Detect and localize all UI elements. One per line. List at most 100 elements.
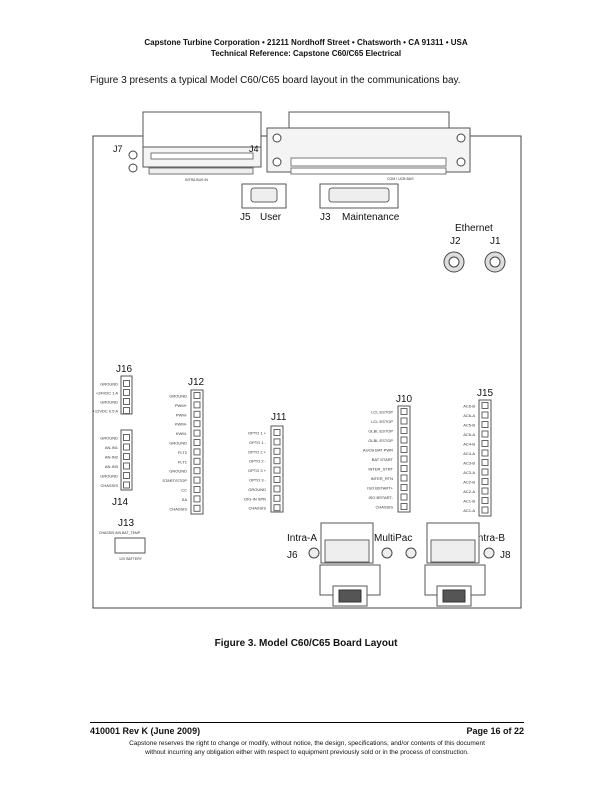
j13-bottom-label: 12V BATTERY xyxy=(119,557,143,561)
j12-pin-label: PWM+ xyxy=(175,403,188,408)
footer-page-number: Page 16 of 22 xyxy=(466,726,524,736)
j14-pin xyxy=(123,462,130,470)
j12-pin-label: CC xyxy=(181,488,187,493)
j12-pin xyxy=(193,401,201,409)
j10-pin xyxy=(400,465,408,472)
j16-pin-label: GROUND xyxy=(100,400,118,405)
j12-pin xyxy=(193,495,201,503)
j10-pin xyxy=(400,493,408,501)
j12-pin xyxy=(193,486,201,493)
j12-pin xyxy=(193,420,201,428)
j10-pin xyxy=(400,474,408,482)
j15-pin-label: AC2-A xyxy=(463,489,475,494)
j11-pin-label: OPTO 2 - xyxy=(249,459,267,464)
j12-pin-label: START/STOP xyxy=(162,478,187,483)
j10-pin-label: ISO BSTART- xyxy=(368,495,393,500)
j12-pin-label: FLT1 xyxy=(178,459,188,464)
j12-pin xyxy=(193,410,201,418)
j15-pin-label: AC2-B xyxy=(463,480,475,485)
j11-pin-label: OPTO 1 + xyxy=(248,431,267,436)
j11-pin-label: DIG-IN SPR xyxy=(244,496,266,501)
j3-label: J3 xyxy=(320,212,331,223)
multipac-label: MultiPac xyxy=(374,533,412,544)
user-label: User xyxy=(260,212,282,223)
j14-pin-label: GROUND xyxy=(100,474,118,479)
j11-pin-label: OPTO 3 + xyxy=(248,468,267,473)
j15-pin xyxy=(481,402,489,409)
j6-label: J6 xyxy=(287,550,298,561)
j10-pin-label: INTER_STRT xyxy=(368,467,393,472)
j12-pin xyxy=(193,448,201,456)
j16-pin-label: +24VDC 1 A xyxy=(96,391,118,396)
j10-pin-label: BAT START xyxy=(372,457,394,462)
j12-pin xyxy=(193,439,201,446)
j11-pin xyxy=(273,494,281,502)
j10-pin-label: LCL ESTOP xyxy=(371,419,393,424)
footer-notice-line2: without incurring any obligation either … xyxy=(145,749,469,756)
j8-label: J8 xyxy=(500,550,511,561)
j15-pin-label: AC6-B xyxy=(463,404,475,409)
j15-pin xyxy=(481,449,489,457)
j15-pin-label: AC6-A xyxy=(463,413,475,418)
j16-pin-label: +12VDC 0.5 A xyxy=(93,409,119,414)
j2-label: J2 xyxy=(450,236,461,247)
j12-pin-label: SA xyxy=(182,497,188,502)
j15-pin-label: AC1-B xyxy=(463,499,475,504)
j16-pin-label: GROUND xyxy=(100,382,118,387)
j11-label: J11 xyxy=(271,412,287,423)
j12-pin-label: FLT2 xyxy=(178,450,188,455)
j11-pin xyxy=(273,485,281,493)
j10-pin-label: GLBL ESTOP xyxy=(368,438,393,443)
header-company-line: Capstone Turbine Corporation • 21211 Nor… xyxy=(144,38,468,47)
intro-paragraph: Figure 3 presents a typical Model C60/C6… xyxy=(90,75,461,86)
ethernet-label: Ethernet xyxy=(455,223,493,234)
j10-pin-label: ISO BSTART+ xyxy=(367,486,393,491)
j16-pin xyxy=(123,407,130,414)
j15-pin-label: AC5-A xyxy=(463,432,475,437)
j12-pin-label: GROUND xyxy=(169,469,187,474)
j11-pin xyxy=(273,457,281,465)
header-reference-line: Technical Reference: Capstone C60/C65 El… xyxy=(210,49,402,58)
j14-pin xyxy=(123,481,130,489)
j15-pin-label: AC4-A xyxy=(463,451,475,456)
j15-pin-label: AC4-B xyxy=(463,442,475,447)
j15-pin xyxy=(481,506,489,514)
j16-pin xyxy=(123,398,130,405)
j1-label: J1 xyxy=(490,236,501,247)
j15-header xyxy=(478,399,492,517)
j11-pin xyxy=(273,447,281,455)
j15-pin-label: AC3-A xyxy=(463,470,475,475)
j12-pin-label: KWM+ xyxy=(175,422,188,427)
j10-pin xyxy=(400,503,408,510)
intra-bus-in-label: INTRA BUS IN xyxy=(185,178,208,182)
j15-pin xyxy=(481,440,489,447)
j12-label: J12 xyxy=(188,377,205,388)
footer-rule xyxy=(90,722,524,723)
j11-pin xyxy=(273,466,281,474)
j11-pin-label: GROUND xyxy=(248,487,266,492)
j14-pin-label: AN-IN1 xyxy=(105,445,119,450)
j15-pin xyxy=(481,459,489,466)
j13-label: J13 xyxy=(118,518,135,529)
figure-caption: Figure 3. Model C60/C65 Board Layout xyxy=(214,638,398,649)
j14-pin xyxy=(123,453,130,460)
j15-pin-label: AC1-A xyxy=(463,508,475,513)
j11-pin xyxy=(273,476,281,483)
j16-pin xyxy=(123,389,130,396)
j12-pin-label: KWM- xyxy=(176,431,188,436)
j15-pin xyxy=(481,411,489,419)
j10-pin xyxy=(400,446,408,453)
j12-pin-label: PWM- xyxy=(176,412,188,417)
j12-pin xyxy=(193,429,201,437)
j8-connector xyxy=(405,522,495,607)
j16-pin xyxy=(123,380,130,387)
j7-connector xyxy=(128,111,276,175)
j11-pin-label: OPTO 3 - xyxy=(249,478,267,483)
j16-label: J16 xyxy=(116,364,133,375)
j15-pin-label: AC3-B xyxy=(463,461,475,466)
page-header: Capstone Turbine Corporation • 21211 Nor… xyxy=(0,37,612,59)
footer-doc-id: 410001 Rev K (June 2009) xyxy=(90,726,201,736)
j12-pin-label: CHASSIS xyxy=(169,506,187,511)
j14-pin xyxy=(123,443,130,451)
j10-pin xyxy=(400,427,408,434)
